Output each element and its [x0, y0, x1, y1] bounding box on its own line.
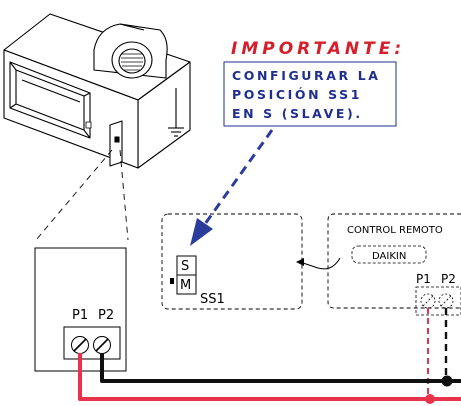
- remote-terminal-p2-label: P2: [441, 272, 456, 286]
- remote-terminal-p1-label: P1: [416, 272, 431, 286]
- remote-brand: DAIKIN: [372, 251, 406, 262]
- notice-line-3: EN S (SLAVE).: [232, 106, 363, 121]
- notice-arrow: [190, 129, 274, 246]
- wire-red: [78, 308, 461, 404]
- notice-box: [223, 61, 397, 127]
- terminal-screw-p2: [93, 336, 111, 354]
- ss1-position-m: M: [180, 278, 191, 293]
- rear-view-arrow: [296, 257, 341, 270]
- ss1-label: SS1: [200, 292, 225, 307]
- notice-line-2: POSICIÓN SS1: [232, 87, 362, 102]
- fan-coil-unit: [3, 13, 191, 169]
- notice-line-1: CONFIGURAR LA: [232, 68, 381, 83]
- remote-title: CONTROL REMOTO: [347, 225, 443, 236]
- remote-terminal-screws: [420, 293, 454, 309]
- wire-black: [100, 308, 461, 387]
- indoor-terminal-p1-label: P1: [72, 308, 88, 323]
- ss1-position-s: S: [181, 259, 189, 274]
- terminal-screw-p1: [71, 336, 89, 354]
- indoor-terminal-p2-label: P2: [98, 308, 114, 323]
- remote-display: [351, 245, 427, 264]
- notice-title: IMPORTANTE:: [231, 39, 405, 59]
- remote-terminal-block: [415, 286, 461, 316]
- remote-panel: [327, 213, 461, 309]
- zoom-leader-lines: [35, 149, 129, 241]
- indoor-terminal-box: [34, 247, 127, 372]
- ss1-switch: [170, 255, 197, 295]
